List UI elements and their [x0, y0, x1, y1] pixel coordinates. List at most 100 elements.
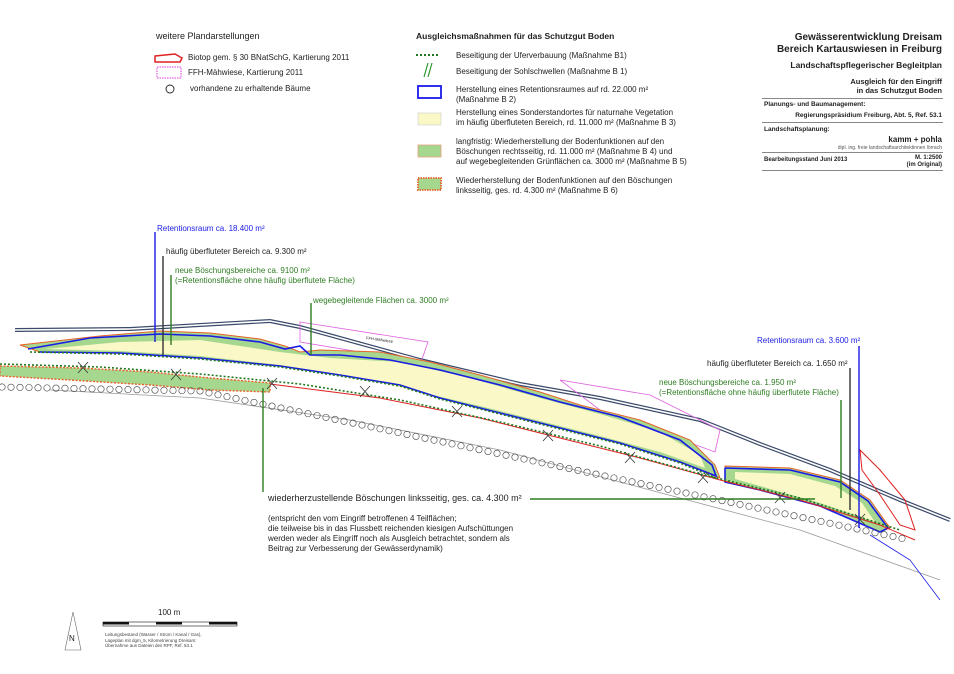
tree-icon [412, 432, 420, 440]
tree-icon [88, 385, 96, 393]
tree-icon [853, 525, 861, 533]
legend-trees-label: vorhandene zu erhaltende Bäume [190, 84, 311, 93]
source-note: Leitungsbestand (Wasser / Strom / Kanal … [105, 632, 202, 648]
label-left-slopes: wiederherzustellende Böschungen linkssei… [268, 493, 522, 503]
divider [762, 152, 943, 153]
tree-icon [898, 534, 906, 542]
tree-icon [592, 470, 600, 478]
tree-icon [178, 387, 186, 395]
tree-icon [484, 447, 492, 455]
legend-left-title: weitere Plandarstellungen [156, 31, 260, 41]
bank-fortification-removal [0, 363, 901, 531]
tree-icon [268, 402, 276, 410]
weir-icon [451, 405, 463, 418]
tree-icon [871, 529, 879, 537]
tree-icon [475, 446, 483, 454]
legend-ffh-label: FFH-Mähwiese, Kartierung 2011 [188, 68, 304, 77]
mgmt-label: Planungs- und Baumanagement: [764, 101, 866, 108]
tree-icon [367, 423, 375, 431]
tree-row [0, 383, 906, 542]
biotope-legend-icon [154, 53, 183, 63]
note-paragraph: (entspricht den vom Eingriff betroffenen… [268, 514, 514, 553]
tree-icon [799, 514, 807, 522]
tree-icon [610, 474, 618, 482]
tree-icon [142, 386, 150, 394]
weir-icon [542, 429, 554, 442]
tree-icon [232, 395, 240, 403]
tree-icon [637, 480, 645, 488]
tree-icon [430, 436, 438, 444]
legend-b4-b5-label: langfristig: Wiederherstellung der Boden… [456, 137, 687, 166]
tree-icon [205, 389, 213, 397]
tree-icon [286, 406, 294, 414]
weir-icon [359, 385, 371, 398]
tree-icon [727, 499, 735, 507]
tree-icon [781, 510, 789, 518]
tree-icon [97, 385, 105, 393]
tree-icon [664, 485, 672, 493]
tree-icon [466, 444, 474, 452]
tree-icon [25, 384, 33, 392]
legend-b2-label: Herstellung eines Retentionsraumes auf r… [456, 85, 649, 104]
lp-value: kamm + pohla [888, 135, 942, 144]
tree-icon [79, 385, 87, 393]
scale: M. 1:2500(im Original) [906, 155, 942, 168]
tree-icon [682, 489, 690, 497]
divider [762, 170, 943, 171]
tree-icon [574, 466, 582, 474]
tree-icon [70, 384, 78, 392]
tree-icon [439, 438, 447, 446]
tree-icon [520, 455, 528, 463]
tree-icon [655, 483, 663, 491]
weir-markers [77, 361, 866, 526]
weir-icon [624, 451, 636, 464]
bank-fortification-removal-right [29, 351, 717, 479]
label-flood-east: häufig überfluteter Bereich ca. 1.650 m² [707, 359, 848, 368]
b4-legend-icon [417, 144, 442, 158]
tree-icon [16, 383, 24, 391]
tree-icon [304, 410, 312, 418]
tree-icon [880, 531, 888, 539]
tree-icon [106, 385, 114, 393]
b1-weir-legend-icon [423, 62, 433, 78]
tree-icon [736, 500, 744, 508]
lp-label: Landschaftsplanung: [764, 126, 830, 133]
tree-icon [619, 476, 627, 484]
tree-icon [691, 491, 699, 499]
tree-icon [565, 464, 573, 472]
tree-icon [115, 385, 123, 393]
tree-icon [763, 506, 771, 514]
tree-icon [187, 387, 195, 395]
tree-icon [241, 396, 249, 404]
tree-icon [700, 493, 708, 501]
tree-icon [844, 523, 852, 531]
tree-icon [385, 427, 393, 435]
lp-sub: dipl. ing. freie landschaftsarchitektinn… [837, 145, 942, 151]
tree-icon [322, 413, 330, 421]
label-slopes-west: neue Böschungsbereiche ca. 9100 m²(=Rete… [175, 266, 355, 285]
tree-icon [250, 398, 258, 406]
tree-icon [349, 419, 357, 427]
tree-icon [448, 440, 456, 448]
tree-icon [7, 383, 15, 391]
tree-icon [511, 453, 519, 461]
mgmt-value: Regierungspräsidium Freiburg, Abt. 5, Re… [795, 112, 942, 119]
b2-legend-icon [417, 85, 442, 99]
tree-icon [340, 417, 348, 425]
b3-legend-icon [417, 112, 442, 126]
tree-icon [295, 408, 303, 416]
weir-icon [697, 471, 709, 484]
tree-icon [601, 472, 609, 480]
tree-icon [862, 527, 870, 535]
tree-icon [34, 384, 42, 392]
tree-icon [196, 387, 204, 395]
label-path-areas: wegebegleitende Flächen ca. 3000 m² [313, 296, 449, 305]
tree-icon [673, 487, 681, 495]
stream-line [869, 534, 941, 601]
north-arrow-icon [64, 611, 82, 651]
ffh-legend-icon [156, 66, 182, 79]
tree-icon [835, 521, 843, 529]
